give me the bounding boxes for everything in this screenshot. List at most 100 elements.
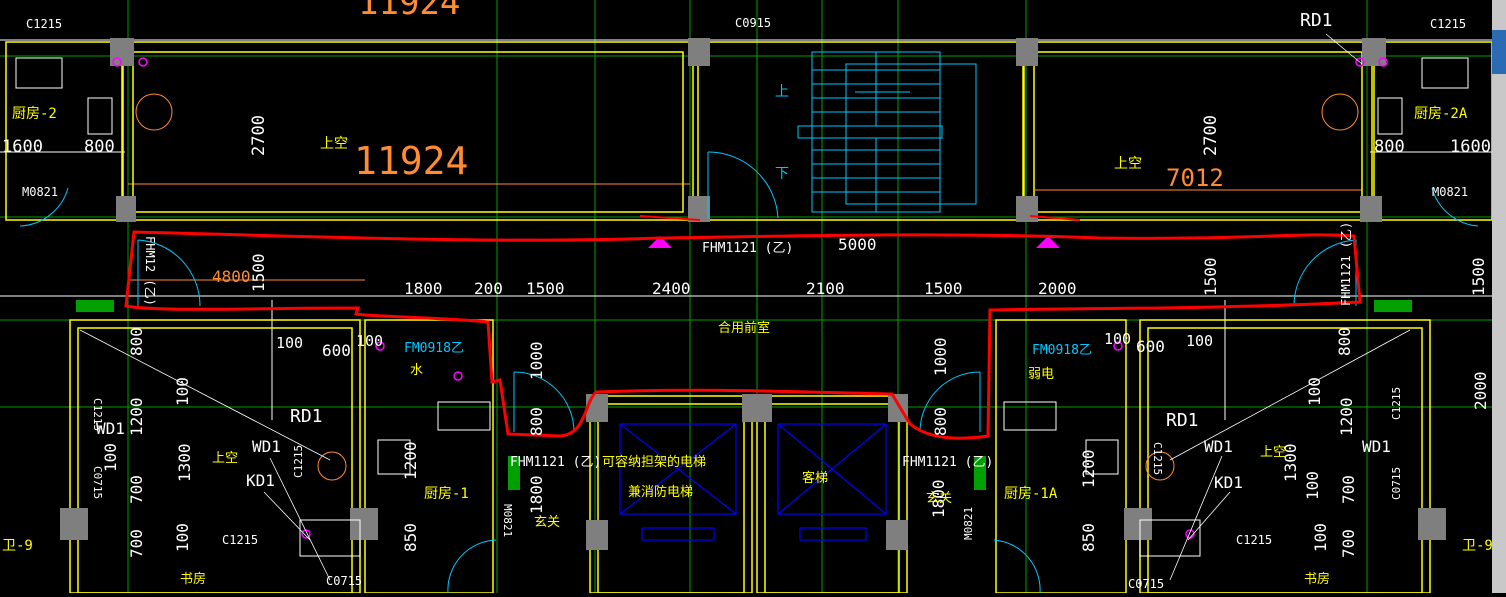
fixtures xyxy=(15,57,1469,557)
label-11924-cut: 11924 xyxy=(358,0,460,23)
label-kd1-left: KD1 xyxy=(246,471,275,490)
room-study-right: 书房 xyxy=(1304,571,1330,587)
dim-100-left-3: 100 xyxy=(173,523,192,552)
right-toolbar-edge[interactable] xyxy=(1492,0,1506,593)
dim-100-b: 100 xyxy=(356,332,383,350)
leader-lines xyxy=(79,33,1411,581)
dim-1000-right: 1000 xyxy=(931,337,950,376)
label-fhm1121-mid-left: FHM1121 (乙) xyxy=(510,455,601,470)
dim-600-b: 600 xyxy=(1136,337,1165,356)
pipe-markers xyxy=(112,57,1388,539)
elevator-passenger-label: 客梯 xyxy=(802,470,828,486)
label-rd1-top-right: RD1 xyxy=(1300,10,1333,31)
dim-800-elevator-left: 800 xyxy=(527,407,546,436)
dim-800-right: 800 xyxy=(1374,137,1405,157)
dim-1600-left: 1600 xyxy=(2,137,43,157)
label-c1215-bottom-left: C1215 xyxy=(222,533,258,547)
dim-1500-far-right: 1500 xyxy=(1469,257,1488,296)
walls xyxy=(5,41,1493,594)
dim-2100: 2100 xyxy=(806,279,845,298)
label-water: 水 xyxy=(410,363,423,378)
label-fm0918-right: FM0918乙 xyxy=(1032,343,1092,358)
elevator-stretcher xyxy=(619,423,737,541)
dim-800-elevator-right: 800 xyxy=(931,407,950,436)
dim-100-d: 100 xyxy=(1186,332,1213,350)
stair xyxy=(797,51,977,213)
label-c0715-far-left: C0715 xyxy=(91,466,104,499)
dim-850-right: 850 xyxy=(1079,523,1098,552)
dim-1000-left: 1000 xyxy=(527,341,546,380)
label-c1215-top-left: C1215 xyxy=(26,17,62,31)
room-study-left: 书房 xyxy=(180,571,206,587)
label-fhm1121-right: FHM1121 (乙) xyxy=(1339,222,1353,306)
dim-200: 200 xyxy=(474,279,503,298)
dim-1200-right: 1200 xyxy=(1337,397,1356,436)
dim-1500-a: 1500 xyxy=(526,279,565,298)
dim-2000: 2000 xyxy=(1038,279,1077,298)
label-c0715-bottom-right: C0715 xyxy=(1128,577,1164,591)
dim-4800: 4800 xyxy=(212,267,251,286)
elevator-passenger xyxy=(777,423,887,541)
dim-100-right-4: 100 xyxy=(1311,523,1330,552)
label-c1215-mid-left: C1215 xyxy=(292,445,305,478)
label-c1215-top-right: C1215 xyxy=(1430,17,1466,31)
dim-100-left-4: 100 xyxy=(101,443,120,472)
label-m0821-left: M0821 xyxy=(22,185,58,199)
label-rd1-mid-right: RD1 xyxy=(1166,410,1199,431)
elevator-stretcher-line1: 可容纳担架的电梯 xyxy=(602,454,706,470)
toolbar-accent[interactable] xyxy=(1492,30,1506,74)
label-weak-electric: 弱电 xyxy=(1028,367,1054,382)
dim-700-left: 700 xyxy=(127,475,146,504)
dim-7012: 7012 xyxy=(1166,164,1224,192)
label-entry-right: 玄关 xyxy=(926,491,952,506)
label-c0715-bottom-left: C0715 xyxy=(326,574,362,588)
dim-1300-left: 1300 xyxy=(175,443,194,482)
dim-100-c: 100 xyxy=(1104,330,1131,348)
room-bath9-right: 卫-9 xyxy=(1462,538,1493,554)
fire-door-markers xyxy=(648,236,1060,248)
label-fhm1121-mid-right: FHM1121 (乙) xyxy=(902,455,993,470)
dim-2700-right: 2700 xyxy=(1201,115,1221,156)
dim-800-left: 800 xyxy=(84,137,115,157)
room-kitchen-1: 厨房-1 xyxy=(424,486,469,502)
dim-1200-mid-left: 1200 xyxy=(401,441,420,480)
label-void-mid-left: 上空 xyxy=(212,451,238,466)
label-wd1-mid-right: WD1 xyxy=(1204,437,1233,456)
dim-2000-far-right: 2000 xyxy=(1471,371,1490,410)
label-m0821-mid-left: M0821 xyxy=(501,504,514,537)
label-wd1-far-left: WD1 xyxy=(96,419,125,438)
label-kd1-right: KD1 xyxy=(1214,473,1243,492)
label-void-mid-right: 上空 xyxy=(1260,445,1286,460)
label-fhm12-left: FHM12 (乙) xyxy=(143,236,157,306)
dim-1800-mid-right: 1800 xyxy=(929,479,948,518)
label-c1215-far-left: C1215 xyxy=(91,398,104,431)
doors xyxy=(19,151,1479,594)
dim-1200-left: 1200 xyxy=(127,397,146,436)
dim-1800: 1800 xyxy=(404,279,443,298)
dim-5000: 5000 xyxy=(838,235,877,254)
label-c1215-bottom-right: C1215 xyxy=(1236,533,1272,547)
label-m0821-mid-right: M0821 xyxy=(962,507,975,540)
label-m0821-right: M0821 xyxy=(1432,185,1468,199)
dim-700-right: 700 xyxy=(1339,475,1358,504)
red-ticks xyxy=(639,215,1081,221)
label-c1215-mid-right: C1215 xyxy=(1151,442,1164,475)
label-c0915: C0915 xyxy=(735,16,771,30)
stair-down-label: 下 xyxy=(775,166,789,182)
room-kitchen-2a: 厨房-2A xyxy=(1414,106,1468,122)
highlight-outline xyxy=(124,230,1362,440)
label-wd1-far-right: WD1 xyxy=(1362,437,1391,456)
dim-1800-mid-left: 1800 xyxy=(527,475,546,514)
label-void-left: 上空 xyxy=(320,136,348,152)
dim-1600-right: 1600 xyxy=(1450,137,1491,157)
label-wd1-mid-left: WD1 xyxy=(252,437,281,456)
room-bath9-left: 卫-9 xyxy=(2,538,33,554)
dim-1200-mid-right: 1200 xyxy=(1079,449,1098,488)
structural-columns xyxy=(60,38,1446,550)
stair-up-label: 上 xyxy=(775,84,789,100)
elevator-stretcher-line2: 兼消防电梯 xyxy=(628,484,693,500)
dim-1500-left-vert: 1500 xyxy=(249,253,268,292)
label-void-right: 上空 xyxy=(1114,156,1142,172)
